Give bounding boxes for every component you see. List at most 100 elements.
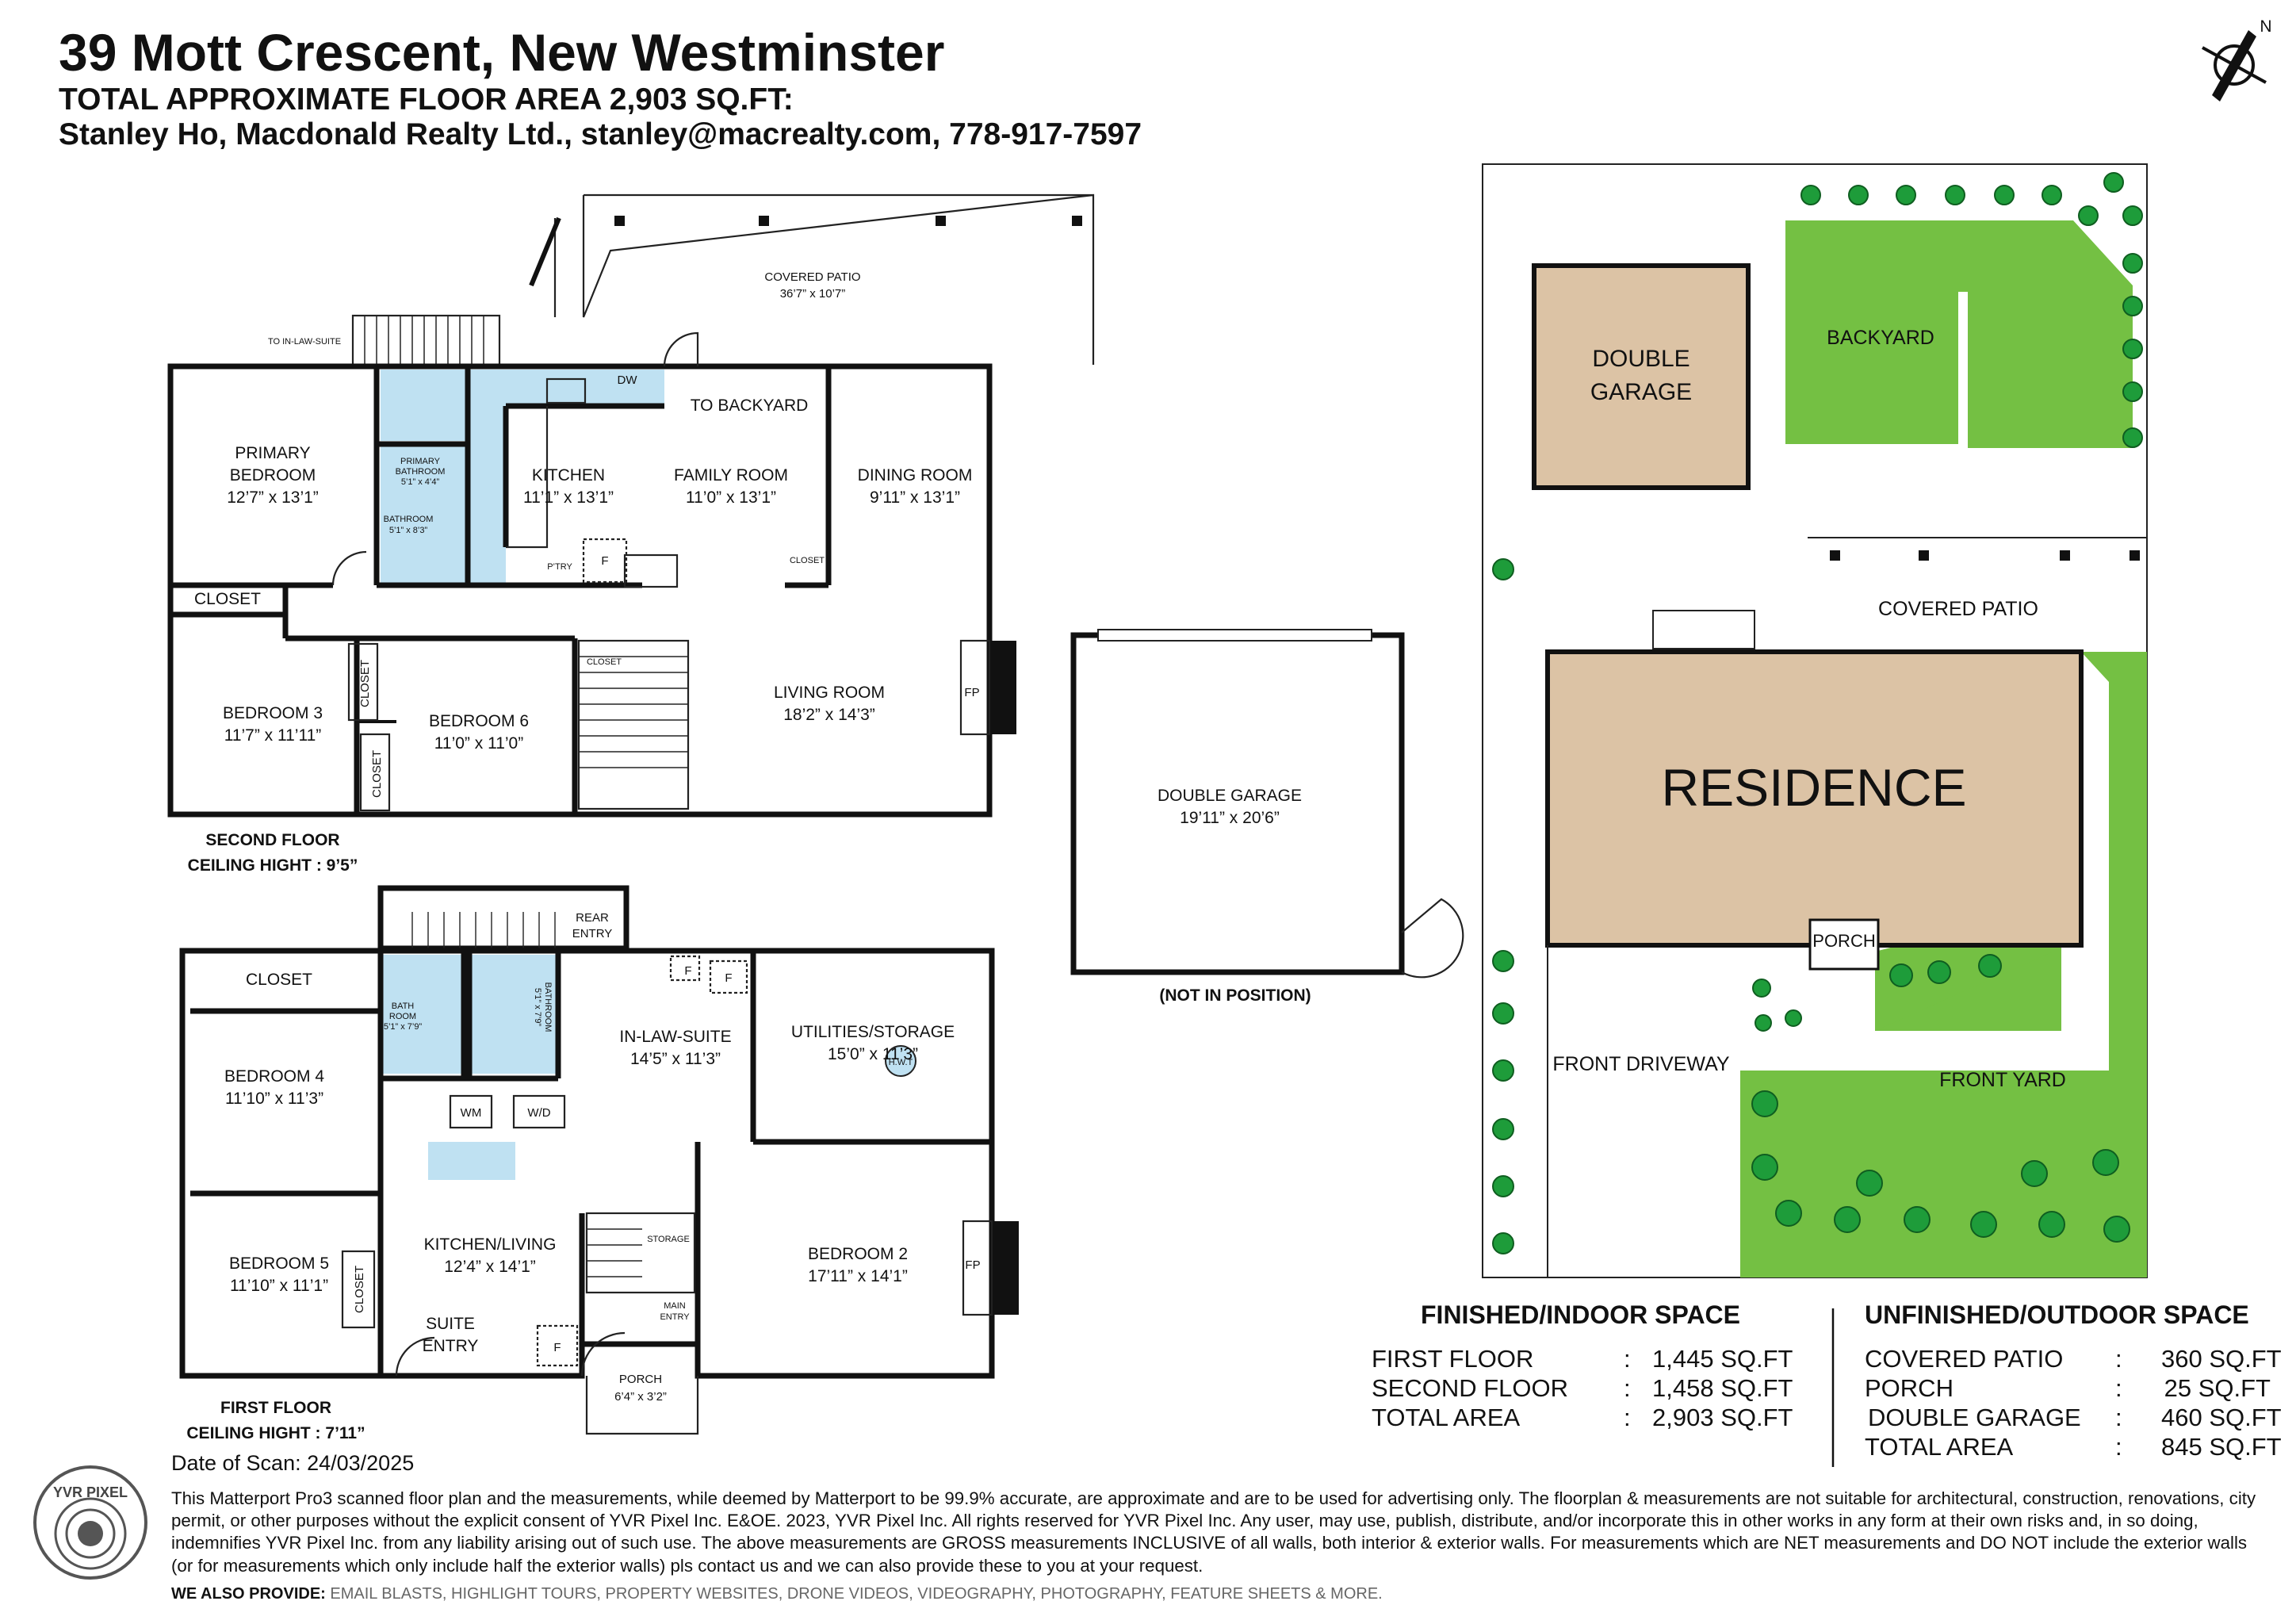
garage-dim: 19’11” x 20’6” (1180, 809, 1280, 827)
dishwasher-label: DW (618, 373, 638, 387)
fireplace-label: FP (964, 686, 979, 699)
suite-entry-label-1: SUITE (426, 1315, 475, 1333)
second-floor-title: SECOND FLOOR (205, 831, 339, 849)
kitchen-dim: 11’1” x 13’1” (523, 488, 614, 507)
primary-bedroom-dim: 12’7” x 13’1” (227, 488, 319, 507)
site-garage-label-2: GARAGE (1590, 379, 1692, 405)
family-room-label: FAMILY ROOM (674, 466, 788, 485)
to-backyard-label: TO BACKYARD (691, 396, 809, 415)
date-of-scan: Date of Scan: 24/03/2025 (171, 1451, 415, 1475)
row-label: PORCH (1865, 1374, 1954, 1402)
row-label: SECOND FLOOR (1372, 1374, 1569, 1402)
hot-water-tank-label: H.W.T (889, 1058, 913, 1067)
page-title: 39 Mott Crescent, New Westminster (59, 23, 945, 82)
table-row: TOTAL AREA : 2,903 SQ.FT (1372, 1403, 1816, 1432)
total-area-heading: TOTAL APPROXIMATE FLOOR AREA 2,903 SQ.FT… (59, 82, 794, 117)
covered-patio-label: COVERED PATIO (764, 270, 860, 284)
row-separator: : (2115, 1404, 2122, 1431)
backyard-label: BACKYARD (1827, 327, 1934, 349)
first-fireplace-label: FP (965, 1258, 980, 1272)
unfinished-space-title: UNFINISHED/OUTDOOR SPACE (1865, 1300, 2249, 1329)
bedroom3-label: BEDROOM 3 (223, 704, 323, 722)
storage-label: STORAGE (647, 1235, 690, 1244)
site-plan: DOUBLE GARAGE BACKYARD COVERED PATIO RES… (1482, 163, 2148, 1278)
bath-dim: 5’1” x 7’9” (384, 1022, 423, 1032)
second-floor-ceiling: CEILING HIGHT : 9’5” (188, 856, 358, 875)
living-room-dim: 18’2” x 14’3” (783, 706, 875, 724)
bedroom5-label: BEDROOM 5 (229, 1254, 329, 1273)
suite-fridge-label-2: F (725, 971, 732, 985)
bedroom6-dim: 11’0” x 11’0” (434, 734, 523, 753)
primary-bedroom-label-2: BEDROOM (230, 466, 316, 485)
living-room-label: LIVING ROOM (774, 684, 885, 702)
utilities-label: UTILITIES/STORAGE (791, 1023, 955, 1041)
row-separator: : (2115, 1345, 2122, 1373)
pantry-label: P’TRY (547, 562, 572, 572)
primary-closet-label: CLOSET (194, 590, 261, 608)
bedroom5-closet-label: CLOSET (353, 1266, 366, 1313)
table-row: COVERED PATIO : 360 SQ.FT (1865, 1344, 2293, 1373)
agent-contact: Stanley Ho, Macdonald Realty Ltd., stanl… (59, 117, 1142, 151)
row-value: 460 SQ.FT (2161, 1404, 2282, 1431)
disclaimer: This Matterport Pro3 scanned floor plan … (171, 1488, 2256, 1576)
bedroom2-label: BEDROOM 2 (808, 1245, 908, 1263)
covered-patio-dim: 36’7” x 10’7” (780, 287, 846, 301)
yvr-pixel-logo: YVR PIXEL (33, 1465, 147, 1580)
bathroom2-label: BATHROOM (543, 982, 553, 1032)
first-floor-plan: REAR ENTRY CLOSET BATH ROOM 5’1” x 7’9” … (179, 885, 1019, 1442)
north-compass-icon: N (2202, 17, 2272, 102)
row-label: FIRST FLOOR (1372, 1345, 1534, 1373)
primary-bath-dim: 5’1” x 4’4” (401, 477, 440, 487)
site-covered-patio-label: COVERED PATIO (1878, 598, 2038, 620)
row-value: 845 SQ.FT (2161, 1433, 2282, 1461)
table-row: TOTAL AREA : 845 SQ.FT (1865, 1432, 2293, 1461)
row-separator: : (1624, 1404, 1631, 1431)
row-separator: : (2115, 1433, 2122, 1461)
kitchen-label: KITCHEN (532, 466, 605, 485)
suite-fridge-label-1: F (684, 964, 691, 978)
services-label: WE ALSO PROVIDE: (171, 1585, 326, 1603)
main-entry-label-2: ENTRY (660, 1312, 690, 1322)
bedroom3-dim: 11’7” x 11’11” (224, 726, 322, 745)
porch-dim: 6’4” x 3’2” (614, 1390, 667, 1404)
first-closet-label: CLOSET (246, 971, 312, 989)
second-floor-plan: COVERED PATIO 36’7” x 10’7” TO IN-LAW-SU… (167, 193, 1095, 875)
garage-note: (NOT IN POSITION) (1159, 986, 1311, 1005)
bedroom6-label: BEDROOM 6 (429, 712, 529, 730)
site-trees (1492, 172, 2143, 1254)
finished-space-table: FINISHED/INDOOR SPACE FIRST FLOOR : 1,44… (1372, 1300, 1816, 1432)
in-law-suite-dim: 14’5” x 11’3” (630, 1050, 721, 1068)
row-separator: : (1624, 1374, 1631, 1402)
suite-entry-label-2: ENTRY (423, 1337, 479, 1355)
garage-label: DOUBLE GARAGE (1158, 787, 1302, 805)
bath-label-1: BATH (392, 1002, 415, 1011)
bedroom4-label: BEDROOM 4 (224, 1067, 324, 1086)
first-floor-title: FIRST FLOOR (220, 1399, 331, 1417)
stair-closet-label: CLOSET (587, 657, 622, 667)
kitchen-living-label: KITCHEN/LIVING (424, 1235, 557, 1254)
row-separator: : (1624, 1345, 1631, 1373)
first-floor-ceiling: CEILING HIGHT : 7’11” (186, 1424, 365, 1442)
bathroom-dim: 5’1” x 8’3” (389, 526, 428, 535)
bedroom2-dim: 17’11” x 14’1” (808, 1267, 908, 1285)
bedroom4-dim: 11’10” x 11’3” (225, 1090, 323, 1108)
table-row: DOUBLE GARAGE : 460 SQ.FT (1865, 1403, 2293, 1432)
finished-space-title: FINISHED/INDOOR SPACE (1421, 1300, 1740, 1329)
dining-closet-label: CLOSET (790, 556, 825, 565)
unfinished-space-table: UNFINISHED/OUTDOOR SPACE COVERED PATIO :… (1865, 1300, 2293, 1461)
primary-bath-label-2: BATHROOM (396, 467, 446, 477)
logo-text: YVR PIXEL (53, 1484, 128, 1500)
rear-entry-label-2: ENTRY (572, 927, 613, 940)
table-row: FIRST FLOOR : 1,445 SQ.FT (1372, 1344, 1816, 1373)
row-separator: : (2115, 1374, 2122, 1402)
row-label: TOTAL AREA (1865, 1433, 2014, 1461)
row-label: TOTAL AREA (1372, 1404, 1521, 1431)
bedroom6-closet2-label: CLOSET (370, 750, 384, 798)
dining-room-label: DINING ROOM (858, 466, 973, 485)
services-text: EMAIL BLASTS, HIGHLIGHT TOURS, PROPERTY … (330, 1585, 1383, 1603)
front-driveway-label: FRONT DRIVEWAY (1552, 1053, 1729, 1075)
row-value: 1,445 SQ.FT (1652, 1345, 1793, 1373)
in-law-suite-label: IN-LAW-SUITE (619, 1028, 731, 1046)
primary-bath-label-1: PRIMARY (400, 457, 441, 466)
